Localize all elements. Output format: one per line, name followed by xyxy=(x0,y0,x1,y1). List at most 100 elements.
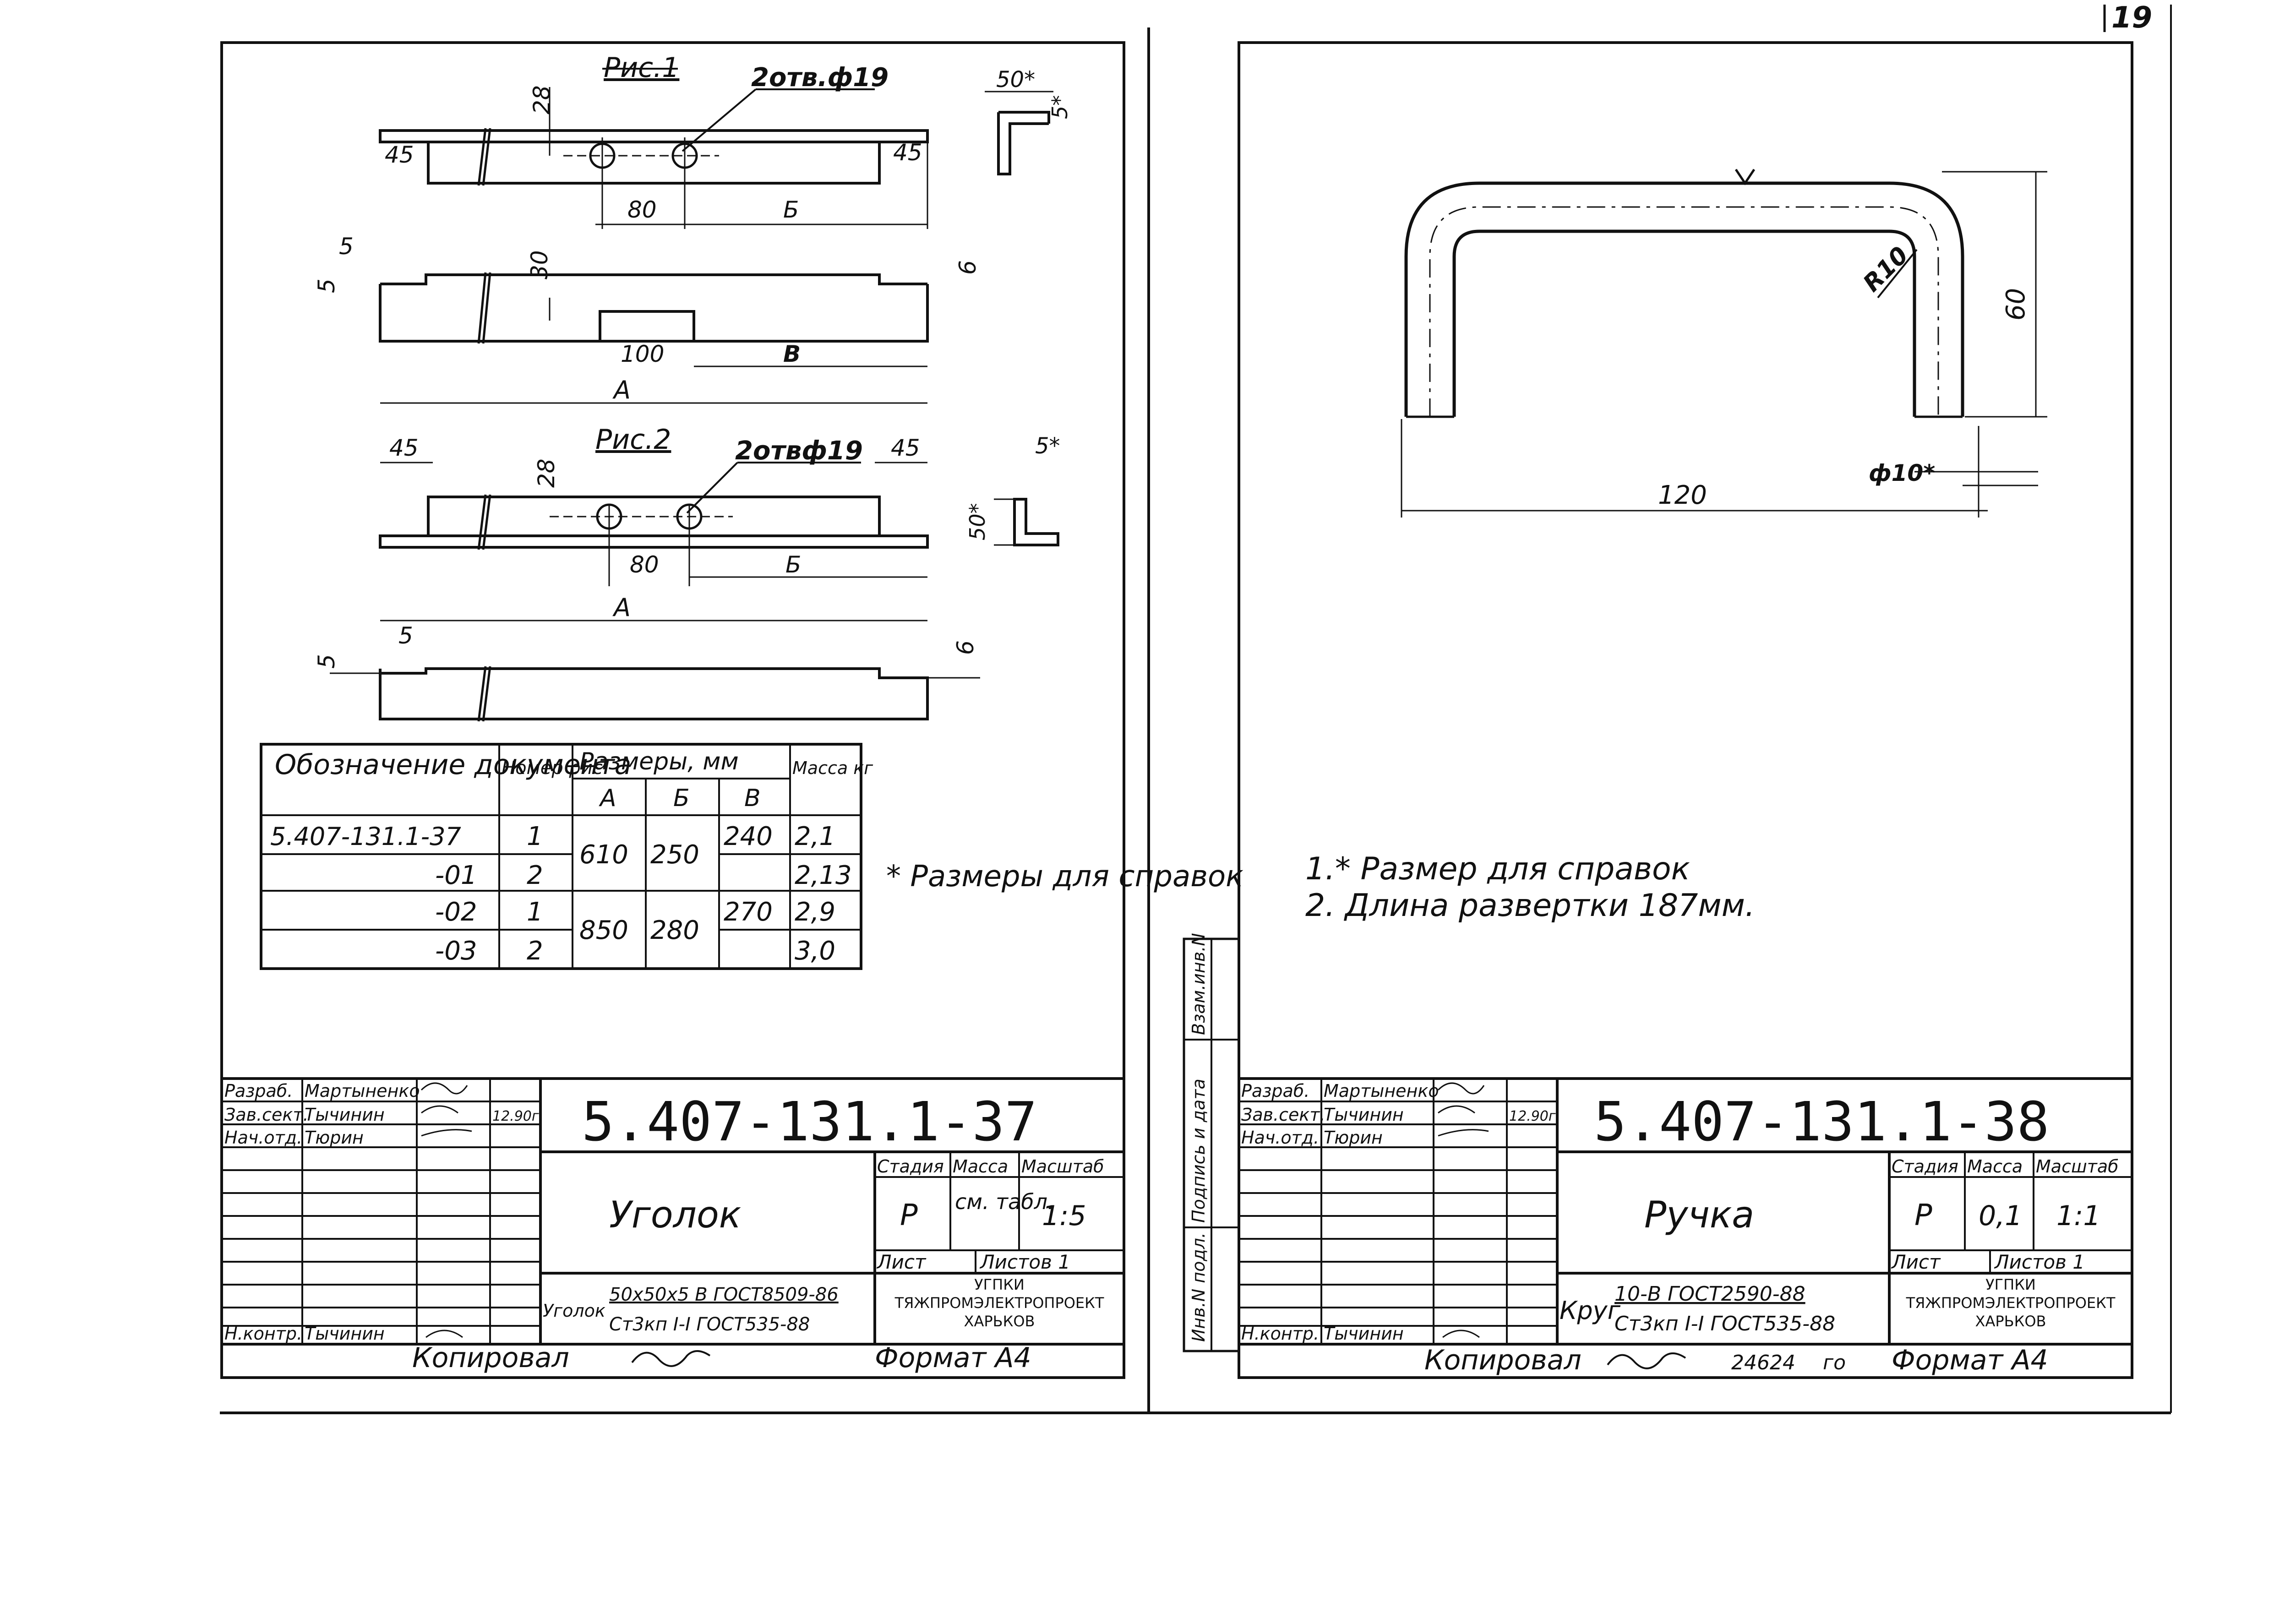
td-mass: 2,13 xyxy=(795,861,852,890)
dim-5: 5 xyxy=(313,654,340,669)
dim-b: Б xyxy=(785,551,801,578)
stamp-name: Мартыненко xyxy=(1324,1081,1439,1101)
scale-label: Масштаб xyxy=(2036,1156,2119,1177)
part-name: Ручка xyxy=(1644,1193,1754,1236)
td-designation: 5.407-131.1-37 xyxy=(270,822,461,851)
dim-80: 80 xyxy=(627,196,657,223)
angle-section-fig1 xyxy=(985,91,1053,175)
td-fig: 1 xyxy=(527,822,543,851)
td-a: 850 xyxy=(579,916,628,945)
dim-120: 120 xyxy=(1658,480,1707,510)
copied-label: Копировал xyxy=(412,1342,569,1374)
handle-drawing xyxy=(1401,169,2047,518)
fig1-top-view xyxy=(379,68,929,229)
format-label: Формат А4 xyxy=(1892,1344,2048,1376)
left-title-block xyxy=(222,1077,1124,1346)
stamp-name: Тюрин xyxy=(305,1128,364,1148)
dim-28: 28 xyxy=(533,458,560,488)
side-label: Взам.инв.N xyxy=(1189,933,1209,1035)
dim-30: 30 xyxy=(526,250,553,279)
th-mass: Масса кг xyxy=(792,758,873,778)
dim-phi10: ф10* xyxy=(1869,460,1935,486)
td-b: 280 xyxy=(650,916,699,945)
material-bottom: Ст3кп I-I ГОСТ535-88 xyxy=(1614,1312,1835,1335)
dimensions-table xyxy=(260,743,862,970)
stamp-name: Тычинин xyxy=(1324,1324,1404,1344)
sheets-label: Листов 1 xyxy=(1994,1251,2085,1273)
td-a: 610 xyxy=(579,840,628,870)
th-v: В xyxy=(744,785,761,812)
dim-50-star: 50* xyxy=(965,503,990,540)
stage-value: Р xyxy=(1914,1199,1932,1232)
td-v: 270 xyxy=(724,897,773,927)
mass-value: 0,1 xyxy=(1979,1200,2022,1232)
stamp-role: Зав.сект. xyxy=(1241,1105,1325,1125)
dim-100: 100 xyxy=(621,341,664,367)
side-strip xyxy=(1183,937,1240,1352)
th-fig-no: Номер рис xyxy=(502,758,603,779)
dim-45: 45 xyxy=(891,435,920,461)
dim-45: 45 xyxy=(389,435,419,461)
dim-5: 5 xyxy=(339,233,354,260)
dim-a: А xyxy=(612,593,631,622)
org-name: УГПКИ ТЯЖПРОМЭЛЕКТРОПРОЕКТ ХАРЬКОВ xyxy=(1906,1276,2116,1330)
dim-6: 6 xyxy=(954,260,981,275)
mass-value: см. табл. xyxy=(955,1189,1054,1214)
fig1-title: Рис.1 xyxy=(604,52,679,84)
holes-note: 2отв.ф19 xyxy=(751,63,889,93)
material-prefix: Круг xyxy=(1560,1296,1621,1325)
td-mass: 2,1 xyxy=(795,822,835,851)
doc-code: 5.407-131.1-38 xyxy=(1594,1090,2050,1153)
stamp-role: Нач.отд. xyxy=(224,1128,302,1148)
doc-code: 5.407-131.1-37 xyxy=(582,1090,1037,1153)
stamp-role: Зав.сект. xyxy=(224,1105,309,1125)
dim-45: 45 xyxy=(385,142,414,168)
td-fig: 2 xyxy=(527,936,543,966)
dim-45: 45 xyxy=(893,139,922,166)
stamp-name: Тычинин xyxy=(1324,1105,1404,1125)
format-label: Формат А4 xyxy=(875,1342,1031,1374)
page-number: 19 xyxy=(2111,1,2152,35)
stamp-name: Тычинин xyxy=(305,1324,385,1344)
td-designation: -01 xyxy=(435,861,477,890)
th-a: А xyxy=(599,785,616,812)
stamp-date: 12.90г. xyxy=(1509,1108,1560,1124)
dim-5: 5 xyxy=(313,278,340,293)
stage-label: Стадия xyxy=(1892,1156,1958,1177)
stamp-date: 12.90г. xyxy=(492,1108,543,1124)
copied-label: Копировал xyxy=(1424,1344,1582,1376)
left-sheet-frame xyxy=(220,41,1125,1379)
side-label: Инв.N подл. xyxy=(1189,1232,1209,1342)
stamp-name: Тюрин xyxy=(1324,1128,1383,1148)
part-name: Уголок xyxy=(609,1193,741,1236)
scale-label: Масштаб xyxy=(1021,1156,1104,1177)
sheet-label: Лист xyxy=(876,1251,927,1273)
sheet-label: Лист xyxy=(1891,1251,1941,1273)
copier-signature xyxy=(631,1350,711,1367)
sheets-label: Листов 1 xyxy=(979,1251,1070,1273)
stamp-name: Мартыненко xyxy=(305,1081,420,1101)
stage-label: Стадия xyxy=(877,1156,944,1177)
material-prefix: Уголок xyxy=(543,1301,605,1321)
dim-50-star: 50* xyxy=(996,67,1035,93)
scale-value: 1:5 xyxy=(1042,1200,1086,1232)
dim-60: 60 xyxy=(2001,288,2031,321)
td-mass: 2,9 xyxy=(795,897,835,927)
footnote: * Размеры для справок xyxy=(886,860,1243,894)
td-mass: 3,0 xyxy=(795,936,835,966)
td-designation: -03 xyxy=(435,936,477,966)
dim-6: 6 xyxy=(952,640,979,655)
note-1: 1.* Размер для справок xyxy=(1305,851,1690,887)
fig1-front-view xyxy=(379,272,929,404)
copy-suffix: го xyxy=(1823,1351,1846,1374)
td-fig: 1 xyxy=(527,897,543,927)
stamp-name: Тычинин xyxy=(305,1105,385,1125)
td-b: 250 xyxy=(650,840,699,870)
td-v: 240 xyxy=(724,822,773,851)
stage-value: Р xyxy=(900,1199,918,1232)
th-sizes: Размеры, мм xyxy=(579,748,739,775)
td-fig: 2 xyxy=(527,861,543,890)
dim-a: А xyxy=(612,376,631,404)
org-name: УГПКИ ТЯЖПРОМЭЛЕКТРОПРОЕКТ ХАРЬКОВ xyxy=(895,1276,1104,1330)
holes-note-2: 2отвф19 xyxy=(735,436,863,466)
